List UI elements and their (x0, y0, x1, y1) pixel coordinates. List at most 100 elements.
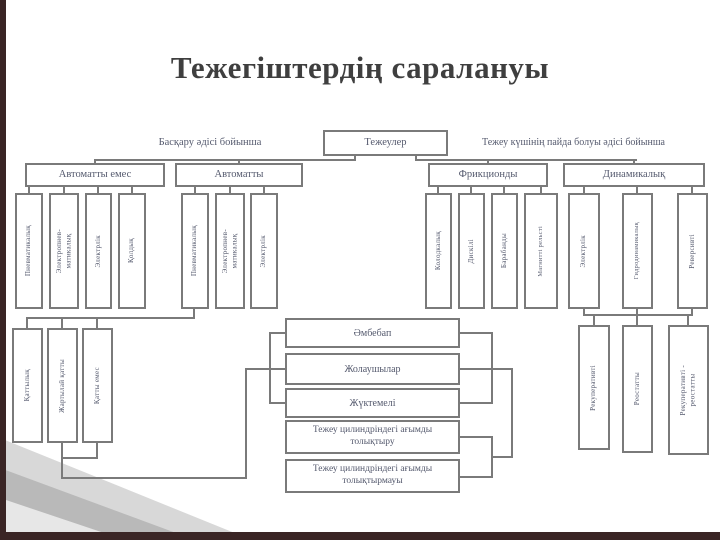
node-recuperative: Рекуперативті (578, 325, 610, 450)
connector-line (415, 156, 417, 161)
node-reversive: Реверсивті (677, 193, 708, 309)
connector-line (269, 332, 285, 334)
node-label: Рекуперативті (589, 364, 598, 411)
connector-line (61, 457, 98, 459)
connector-line (503, 187, 505, 194)
node-semi-hard: Жартылай қатты (47, 328, 78, 443)
node-electric-2: Электрлік (250, 193, 278, 309)
node-label: Қолдық (127, 238, 136, 264)
connector-line (593, 314, 595, 325)
node-non-hard: Қатты емес (82, 328, 113, 443)
node-electropneumatic-2: Электропнев- матикалық (215, 193, 245, 309)
connector-line (28, 187, 30, 194)
node-non-automatic: Автоматты емес (25, 163, 165, 187)
label-by-brake-force-method: Тежеу күшінің пайда болуы әдісі бойынша (482, 137, 665, 148)
bottom-edge-bar (0, 532, 720, 540)
node-label: Пневматикалық (24, 225, 33, 277)
connector-line (487, 159, 489, 164)
connector-line (26, 317, 195, 319)
connector-line (96, 317, 98, 329)
node-label: Реостатты (632, 372, 641, 406)
node-recuperative-rheostatic: Рекуперативті - реостатты (668, 325, 709, 455)
node-label: Рекуперативті - реостатты (679, 364, 697, 416)
label-by-control-method: Басқару әдісі бойынша (158, 137, 262, 148)
connector-line (470, 187, 472, 194)
node-friction: Фрикционды (428, 163, 548, 187)
node-label: Барабанды (499, 233, 508, 269)
node-label: Реверсивті (687, 233, 696, 269)
connector-line (131, 187, 133, 194)
connector-line (636, 309, 638, 316)
connector-line (583, 314, 693, 316)
node-label: Колодкалық (433, 231, 442, 271)
node-cylinder-replenish: Тежеу цилиндріндегі ағымды толықтыру (285, 420, 460, 454)
connector-line (691, 309, 693, 316)
connector-line (238, 159, 240, 164)
node-label: Жартылай қатты (57, 358, 66, 413)
node-label: Электрлік (93, 234, 102, 268)
node-label: Электрлік (579, 234, 588, 268)
node-label: Электропнев- матикалық (54, 228, 72, 274)
node-dynamic: Динамикалық (563, 163, 705, 187)
node-universal: Әмбебап (285, 318, 460, 348)
node-freight: Жүктемелі (285, 388, 460, 418)
connector-line (26, 317, 28, 329)
node-passenger: Жолаушылар (285, 353, 460, 385)
connector-line (269, 332, 271, 404)
connector-line (61, 317, 63, 329)
node-label: Пневматикалық (190, 225, 199, 277)
slide-title: Тежегіштердің саралануы (170, 50, 550, 85)
node-label: Гидродинамикалық (633, 222, 641, 280)
connector-line (229, 187, 231, 194)
connector-line (460, 402, 491, 404)
connector-line (460, 332, 493, 334)
connector-line (269, 402, 285, 404)
node-shoe: Колодкалық (425, 193, 452, 309)
left-edge-bar (0, 0, 6, 540)
connector-line (636, 314, 638, 325)
connector-line (511, 368, 513, 458)
node-pneumatic-1: Пневматикалық (15, 193, 43, 309)
node-electric-1: Электрлік (85, 193, 112, 309)
node-hard: Қаттылық (12, 328, 43, 443)
node-magnetic-rail: Магнитті рельсті (524, 193, 558, 309)
connector-line (633, 159, 635, 164)
node-brakes: Тежеулер (323, 130, 448, 156)
node-electropneumatic-1: Электропнев- матикалық (49, 193, 79, 309)
node-electric-dynamic: Электрлік (568, 193, 600, 309)
node-label: Электропнев- матикалық (220, 228, 238, 274)
connector-line (491, 436, 493, 478)
connector-line (245, 368, 285, 370)
connector-line (583, 309, 585, 316)
connector-line (460, 476, 491, 478)
connector-line (263, 187, 265, 194)
node-disc: Дискілі (458, 193, 485, 309)
node-manual: Қолдық (118, 193, 146, 309)
node-label: Қаттылық (22, 369, 31, 402)
connector-line (583, 187, 585, 194)
connector-line (193, 309, 195, 319)
node-label: Қатты емес (92, 366, 101, 405)
connector-line (97, 187, 99, 194)
node-pneumatic-2: Пневматикалық (181, 193, 209, 309)
connector-line (691, 187, 693, 194)
node-cylinder-no-replenish: Тежеу цилиндріндегі ағымды толықтырмауы (285, 459, 460, 493)
connector-line (61, 477, 247, 479)
connector-line (63, 187, 65, 194)
connector-line (460, 368, 513, 370)
node-rheostatic: Реостатты (622, 325, 653, 453)
connector-line (94, 159, 96, 164)
connector-line (61, 443, 63, 479)
node-label: Электрлік (259, 234, 268, 268)
node-label: Магнитті рельсті (536, 225, 544, 277)
connector-line (687, 314, 689, 325)
node-automatic: Автоматты (175, 163, 303, 187)
connector-line (636, 187, 638, 194)
node-label: Дискілі (466, 238, 475, 264)
connector-line (415, 159, 637, 161)
connector-line (437, 187, 439, 194)
connector-line (354, 156, 356, 161)
connector-line (194, 187, 196, 194)
node-drum: Барабанды (491, 193, 518, 309)
